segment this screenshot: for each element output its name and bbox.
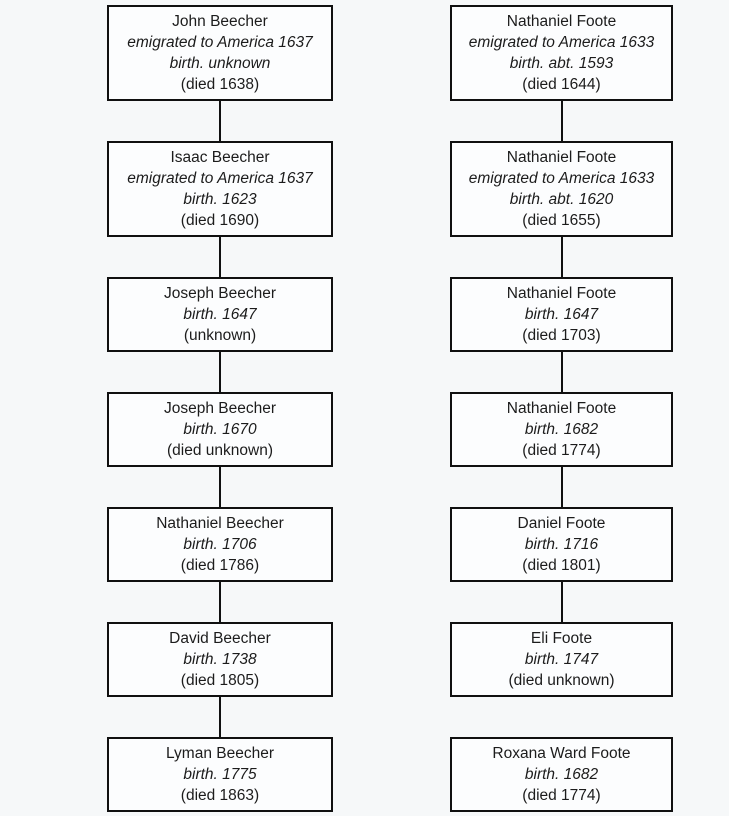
person-death: (died unknown)	[167, 442, 273, 459]
person-name: Isaac Beecher	[170, 149, 270, 166]
person-death: (died 1774)	[522, 787, 601, 804]
person-box: Roxana Ward Foote birth. 1682 (died 1774…	[450, 737, 673, 812]
person-name: Nathaniel Beecher	[156, 515, 284, 532]
person-birth: birth. 1747	[524, 651, 599, 668]
person-emigration-note: emigrated to America 1633	[468, 34, 655, 51]
person-death: (died 1638)	[180, 76, 260, 93]
person-birth: birth. 1623	[183, 191, 257, 208]
person-box: Nathaniel Foote birth. 1682 (died 1774)	[450, 392, 673, 467]
person-name: Nathaniel Foote	[506, 149, 617, 166]
connector-line	[560, 352, 563, 392]
person-box: Lyman Beecher birth. 1775 (died 1863)	[107, 737, 333, 812]
person-name: David Beecher	[169, 630, 271, 647]
person-emigration-note: emigrated to America 1637	[127, 170, 313, 187]
person-box: Joseph Beecher birth. 1670 (died unknown…	[107, 392, 333, 467]
connector-line	[219, 467, 221, 507]
lineage-column-foote: Nathaniel Foote emigrated to America 163…	[450, 5, 673, 812]
person-name: John Beecher	[172, 13, 268, 30]
person-birth: birth. 1716	[524, 536, 599, 553]
person-birth: birth. 1682	[524, 766, 599, 783]
person-death: (died 1690)	[180, 212, 260, 229]
person-emigration-note: emigrated to America 1637	[127, 34, 313, 51]
person-emigration-note: emigrated to America 1633	[468, 170, 655, 187]
person-death: (died 1801)	[522, 557, 601, 574]
person-birth: birth. 1775	[183, 766, 257, 783]
person-name: Roxana Ward Foote	[492, 745, 631, 762]
lineage-column-beecher: John Beecher emigrated to America 1637 b…	[107, 5, 333, 812]
person-death: (died 1863)	[180, 787, 260, 804]
connector-line	[219, 352, 221, 392]
connector-line	[219, 237, 221, 277]
person-name: Nathaniel Foote	[506, 13, 617, 30]
person-death: (died 1774)	[522, 442, 601, 459]
person-death: (died 1805)	[180, 672, 260, 689]
person-box: Nathaniel Beecher birth. 1706 (died 1786…	[107, 507, 333, 582]
person-name: Joseph Beecher	[163, 400, 277, 417]
connector-line	[560, 467, 563, 507]
connector-line	[219, 697, 221, 737]
person-name: Nathaniel Foote	[506, 400, 617, 417]
connector-line	[560, 237, 563, 277]
person-birth: birth. 1670	[183, 421, 257, 438]
connector-line	[219, 582, 221, 622]
person-birth: birth. 1682	[524, 421, 599, 438]
person-box: Daniel Foote birth. 1716 (died 1801)	[450, 507, 673, 582]
person-box: David Beecher birth. 1738 (died 1805)	[107, 622, 333, 697]
person-box: Eli Foote birth. 1747 (died unknown)	[450, 622, 673, 697]
person-birth: birth. 1647	[183, 306, 257, 323]
connector-gap	[561, 697, 563, 737]
person-birth: birth. unknown	[169, 55, 271, 72]
person-death: (died 1644)	[522, 76, 601, 93]
person-box: Isaac Beecher emigrated to America 1637 …	[107, 141, 333, 237]
person-birth: birth. 1706	[183, 536, 257, 553]
connector-line	[219, 101, 221, 141]
person-birth: birth. 1647	[524, 306, 599, 323]
person-name: Eli Foote	[530, 630, 593, 647]
person-box: Joseph Beecher birth. 1647 (unknown)	[107, 277, 333, 352]
person-death: (died 1703)	[522, 327, 601, 344]
connector-line	[560, 101, 563, 141]
person-name: Joseph Beecher	[163, 285, 277, 302]
person-birth: birth. abt. 1620	[509, 191, 614, 208]
person-death: (unknown)	[183, 327, 257, 344]
person-death: (died unknown)	[508, 672, 615, 689]
person-birth: birth. abt. 1593	[509, 55, 614, 72]
person-name: Lyman Beecher	[166, 745, 274, 762]
person-box: Nathaniel Foote birth. 1647 (died 1703)	[450, 277, 673, 352]
person-box: Nathaniel Foote emigrated to America 163…	[450, 141, 673, 237]
person-birth: birth. 1738	[183, 651, 257, 668]
person-death: (died 1786)	[180, 557, 260, 574]
person-death: (died 1655)	[522, 212, 601, 229]
connector-line	[560, 582, 563, 622]
person-box: Nathaniel Foote emigrated to America 163…	[450, 5, 673, 101]
person-box: John Beecher emigrated to America 1637 b…	[107, 5, 333, 101]
person-name: Nathaniel Foote	[506, 285, 617, 302]
person-name: Daniel Foote	[517, 515, 606, 532]
